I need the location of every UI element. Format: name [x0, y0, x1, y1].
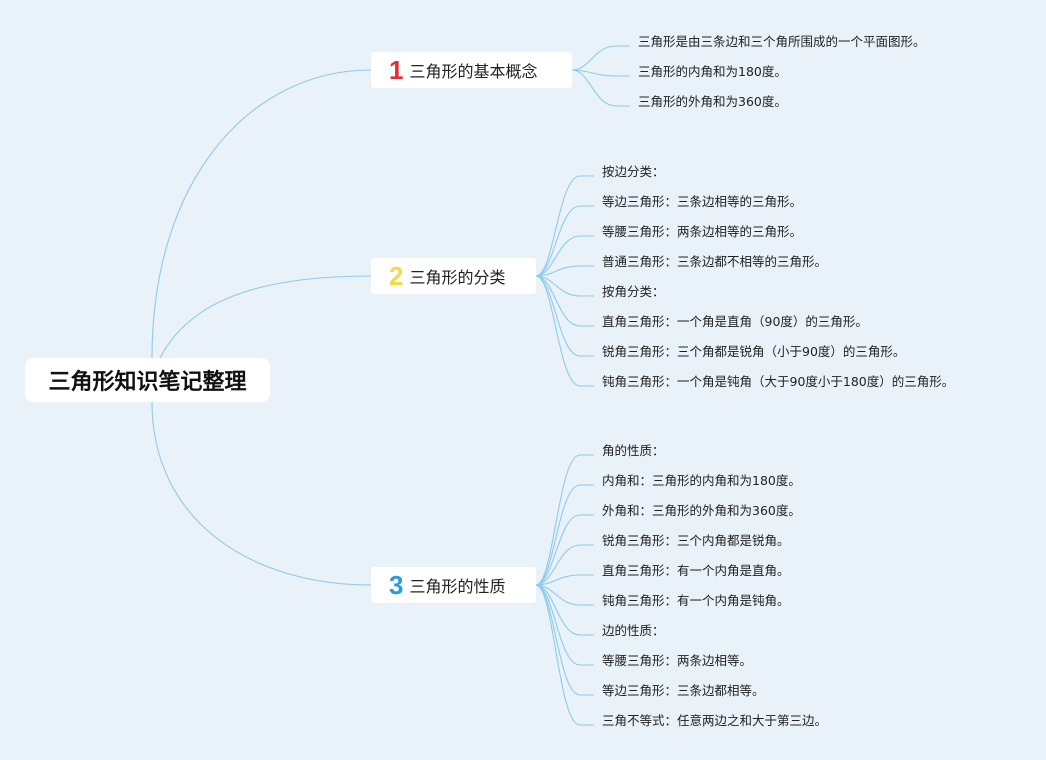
- leaf-link: [571, 45, 630, 71]
- leaf-link: [535, 454, 594, 586]
- leaf-link: [535, 175, 594, 277]
- leaf-link: [535, 275, 594, 327]
- leaf-link: [535, 265, 594, 277]
- topic-number-3: 3: [389, 570, 404, 600]
- leaf-item[interactable]: 等边三角形：三条边相等的三角形。: [602, 194, 803, 209]
- leaf-item[interactable]: 外角和：三角形的外角和为360度。: [602, 503, 801, 518]
- root-topic-label: 三角形知识笔记整理: [48, 370, 247, 395]
- topic-basic-concepts[interactable]: 1 三角形的基本概念: [371, 52, 572, 88]
- leaf-link: [535, 584, 594, 606]
- leaf-item[interactable]: 三角形是由三条边和三个角所围成的一个平面图形。: [638, 34, 926, 49]
- leaf-link: [535, 275, 594, 297]
- topic-number-1: 1: [389, 55, 404, 85]
- topic-classification[interactable]: 2 三角形的分类: [371, 258, 536, 294]
- leaf-item[interactable]: 等腰三角形：两条边相等。: [602, 653, 753, 668]
- leaf-item[interactable]: 按边分类：: [602, 164, 665, 179]
- topic-label: 三角形的分类: [409, 268, 506, 287]
- leaf-item[interactable]: 直角三角形：有一个内角是直角。: [602, 563, 790, 578]
- root-topic[interactable]: 三角形知识笔记整理: [25, 358, 270, 402]
- leaf-item[interactable]: 三角形的内角和为180度。: [638, 64, 787, 79]
- leaf-item[interactable]: 内角和：三角形的内角和为180度。: [602, 473, 801, 488]
- leaf-item[interactable]: 等腰三角形：两条边相等的三角形。: [602, 224, 803, 239]
- leaf-link: [535, 205, 594, 277]
- root-link-2: [159, 275, 372, 359]
- leaf-link: [535, 514, 594, 586]
- leaf-link: [535, 584, 594, 636]
- leaf-link: [535, 584, 594, 726]
- leaf-item[interactable]: 普通三角形：三条边都不相等的三角形。: [602, 254, 828, 269]
- leaf-item[interactable]: 三角形的外角和为360度。: [638, 94, 787, 109]
- topic-properties[interactable]: 3 三角形的性质: [371, 567, 536, 603]
- leaf-item[interactable]: 角的性质：: [602, 443, 665, 458]
- leaf-item[interactable]: 钝角三角形：有一个内角是钝角。: [602, 593, 790, 608]
- leaf-link: [535, 484, 594, 586]
- leaf-link: [535, 574, 594, 586]
- topic-number-2: 2: [389, 261, 404, 291]
- leaf-item[interactable]: 三角不等式：任意两边之和大于第三边。: [602, 713, 828, 728]
- leaf-item[interactable]: 直角三角形：一个角是直角（90度）的三角形。: [602, 314, 868, 329]
- leaf-link: [571, 69, 630, 77]
- root-link-3: [151, 401, 372, 586]
- leaf-link: [535, 544, 594, 586]
- leaf-item[interactable]: 按角分类：: [602, 284, 665, 299]
- leaf-item[interactable]: 锐角三角形：三个角都是锐角（小于90度）的三角形。: [602, 344, 906, 359]
- leaf-link: [535, 275, 594, 387]
- leaf-link: [535, 235, 594, 277]
- topic-label: 三角形的基本概念: [409, 62, 538, 81]
- root-link-1: [151, 69, 372, 359]
- leaf-item[interactable]: 边的性质：: [602, 623, 665, 638]
- leaf-item[interactable]: 等边三角形：三条边都相等。: [602, 683, 765, 698]
- leaf-item[interactable]: 钝角三角形：一个角是钝角（大于90度小于180度）的三角形。: [602, 374, 955, 389]
- topic-label: 三角形的性质: [409, 577, 506, 596]
- leaf-link: [571, 69, 630, 107]
- leaf-item[interactable]: 锐角三角形：三个内角都是锐角。: [602, 533, 790, 548]
